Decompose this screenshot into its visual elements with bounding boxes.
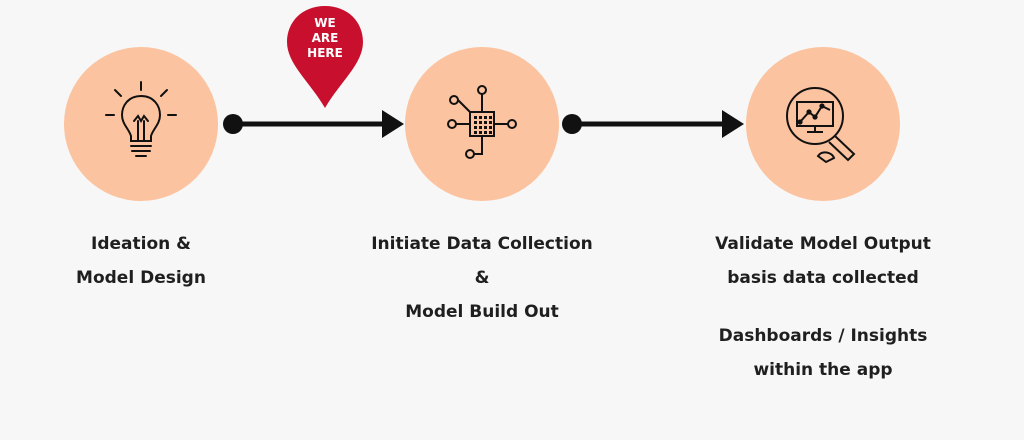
marker-line-2: ARE [312, 31, 339, 45]
analytics-monitor-icon [786, 87, 856, 164]
lightbulb-icon [105, 81, 177, 157]
step-3-circle [746, 47, 900, 201]
connector-arrow-1 [223, 110, 404, 138]
data-processing-icon [447, 85, 517, 159]
step-1-line-1: Ideation & [91, 234, 191, 254]
step-2-line-3: Model Build Out [405, 302, 559, 322]
step-2-line-1: Initiate Data Collection [371, 234, 593, 254]
step-1-line-2: Model Design [76, 268, 206, 288]
step-2-line-2: & [474, 268, 490, 288]
step-2-label: Initiate Data Collection & Model Build O… [357, 227, 607, 329]
step-1-circle [64, 47, 218, 201]
step-1-label: Ideation & Model Design [41, 227, 241, 295]
location-pin-icon: WE ARE HERE [287, 6, 363, 108]
step-3-line-4: within the app [753, 360, 893, 380]
step-3-label: Validate Model Output basis data collect… [698, 227, 948, 387]
step-3-line-3: Dashboards / Insights [718, 326, 928, 346]
step-3-line-2: basis data collected [727, 268, 919, 288]
marker-line-3: HERE [307, 46, 343, 60]
connector-arrow-2 [562, 110, 744, 138]
marker-line-1: WE [314, 16, 335, 30]
step-3-line-1: Validate Model Output [715, 234, 931, 254]
